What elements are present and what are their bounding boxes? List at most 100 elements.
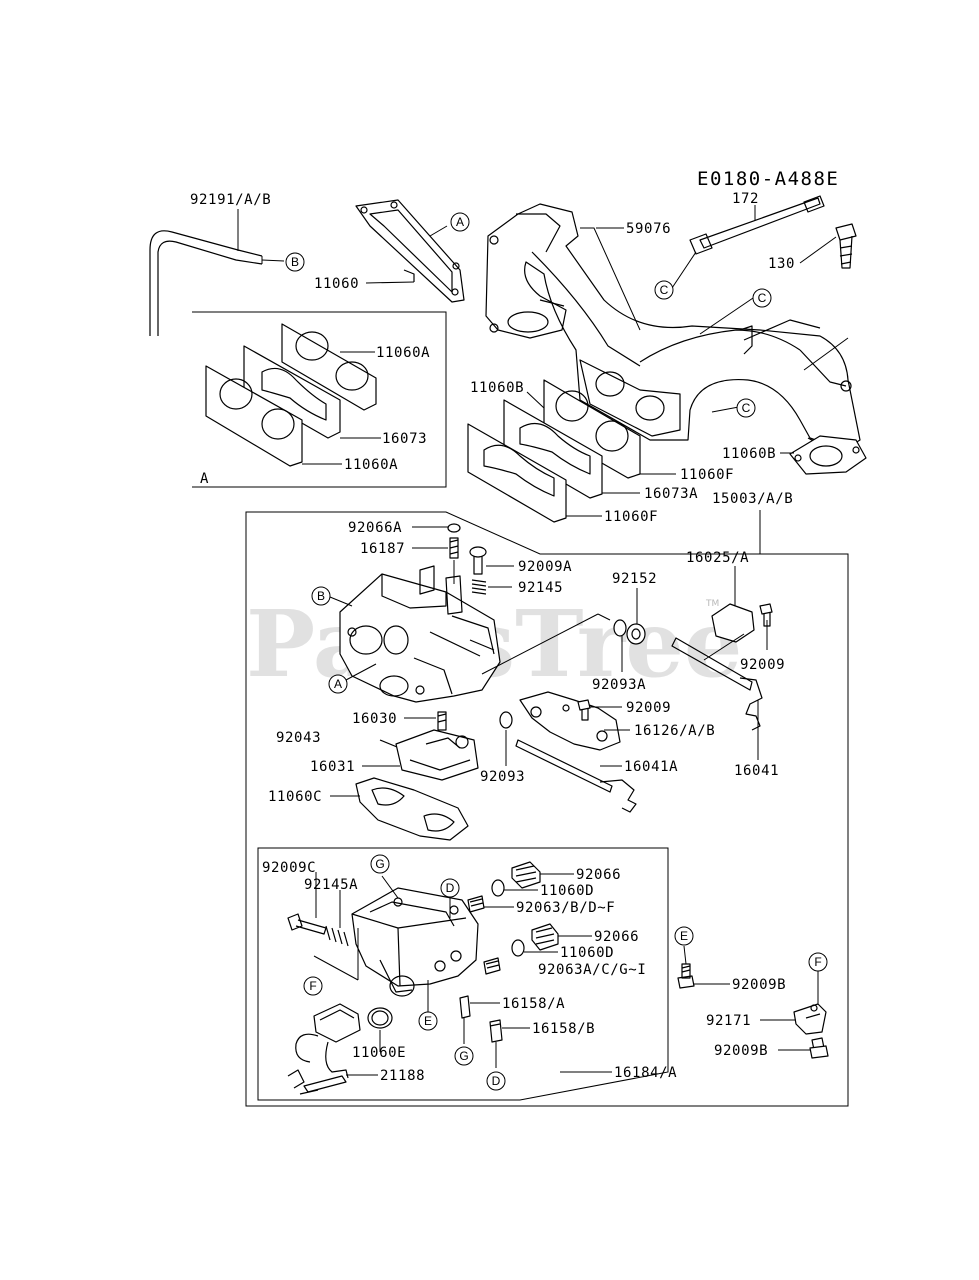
plug-92066-lower[interactable] [531, 923, 559, 951]
bolt-130[interactable] [835, 223, 857, 269]
fuel-solenoid-21188[interactable] [287, 1003, 361, 1095]
leader-callout-F1 [313, 955, 359, 981]
callout-E2: E [674, 926, 694, 946]
label-92066-1: 92066 [576, 867, 621, 883]
label-130: 130 [768, 256, 795, 272]
seal-92093[interactable] [499, 711, 513, 729]
svg-text:B: B [317, 589, 325, 603]
label-92063: 92063/B/D~F [516, 900, 615, 916]
jet-92063[interactable] [467, 895, 485, 913]
gasket-16073A[interactable] [503, 399, 603, 499]
washer-92152[interactable] [626, 623, 646, 645]
inset-gasket-16073[interactable] [243, 345, 341, 439]
label-92009-choke: 92009 [740, 657, 785, 673]
screw-92009A[interactable] [469, 546, 487, 575]
label-92191: 92191/A/B [190, 192, 271, 208]
float-bowl-subassembly-box [257, 847, 669, 1101]
label-11060B-1: 11060B [470, 380, 524, 396]
jet-92063A[interactable] [483, 957, 501, 975]
label-15003: 15003/A/B [712, 491, 793, 507]
label-59076: 59076 [626, 221, 671, 237]
label-16030: 16030 [352, 711, 397, 727]
callout-A2: A [328, 674, 348, 694]
svg-text:C: C [660, 283, 669, 297]
spring-92145[interactable] [471, 579, 487, 595]
oring-11060D-upper[interactable] [491, 879, 505, 897]
callout-C1: C [654, 280, 674, 300]
label-92093: 92093 [480, 769, 525, 785]
callout-D2: D [486, 1071, 506, 1091]
screw-92009C[interactable] [287, 913, 327, 935]
screw-92009B-upper[interactable] [677, 963, 695, 989]
label-92043: 92043 [276, 730, 321, 746]
leader-59076 [580, 227, 641, 331]
leader-callout-G1 [381, 875, 399, 899]
breather-hose[interactable] [149, 230, 285, 336]
gasket-11060C[interactable] [355, 777, 469, 841]
label-16073A: 16073A [644, 486, 698, 502]
callout-C3: C [736, 398, 756, 418]
float-needle-16030[interactable] [437, 711, 447, 731]
gasket-11060F-front[interactable] [467, 423, 567, 523]
oring-11060D-lower[interactable] [511, 939, 525, 957]
watermark-trademark: TM [705, 599, 719, 609]
label-21188: 21188 [380, 1068, 425, 1084]
screw-92009B-lower[interactable] [809, 1037, 829, 1059]
svg-text:F: F [814, 955, 821, 969]
leader-callout-B2 [329, 596, 353, 607]
stud-172[interactable] [689, 195, 825, 255]
spring-92145A[interactable] [325, 925, 349, 947]
label-172: 172 [732, 191, 759, 207]
pin-16158A[interactable] [459, 995, 471, 1019]
intake-manifold-59076[interactable] [485, 203, 861, 453]
callout-G1: G [370, 854, 390, 874]
label-92009A: 92009A [518, 559, 572, 575]
screw-16187[interactable] [449, 537, 459, 559]
bracket-92171[interactable] [793, 1003, 827, 1035]
label-16041: 16041 [734, 763, 779, 779]
label-11060: 11060 [314, 276, 359, 292]
gasket-11060F-back[interactable] [543, 379, 641, 479]
gasket-11060[interactable] [355, 199, 465, 303]
callout-G2: G [454, 1046, 474, 1066]
label-16041A: 16041A [624, 759, 678, 775]
throttle-shaft-16041A[interactable] [515, 739, 637, 813]
carburetor-body[interactable] [339, 565, 501, 703]
carburetor-assembly-box [245, 511, 849, 1107]
pin-16158B[interactable] [489, 1019, 503, 1043]
label-11060D-1: 11060D [540, 883, 594, 899]
float-16031[interactable] [395, 729, 479, 781]
label-92009C: 92009C [262, 860, 316, 876]
inset-box-a [192, 311, 447, 488]
screw-92009-plate[interactable] [577, 699, 591, 721]
oring-11060E[interactable] [367, 1007, 393, 1029]
callout-C2: C [752, 288, 772, 308]
leader-130-2 [803, 337, 849, 371]
choke-plate-16025[interactable] [711, 603, 755, 643]
leader-11060 [365, 281, 415, 284]
leader-130 [799, 236, 837, 264]
label-92009B-2: 92009B [714, 1043, 768, 1059]
leader-callout-A1 [429, 225, 448, 237]
float-bowl-16184[interactable] [351, 887, 479, 997]
label-92171: 92171 [706, 1013, 751, 1029]
leader-shaft-link-2 [597, 613, 611, 621]
seal-92093A[interactable] [613, 619, 627, 637]
gasket-11060B-flange[interactable] [789, 435, 867, 475]
inset-box-a-label: A [200, 471, 209, 487]
oring-92066A[interactable] [447, 523, 461, 533]
callout-A1: A [450, 212, 470, 232]
choke-shaft-16041[interactable] [671, 637, 763, 731]
svg-text:E: E [680, 929, 688, 943]
label-11060B-2: 11060B [722, 446, 776, 462]
label-11060D-2: 11060D [560, 945, 614, 961]
label-16184: 16184/A [614, 1065, 677, 1081]
label-92066A: 92066A [348, 520, 402, 536]
plate-16126[interactable] [519, 691, 621, 751]
inset-gasket-11060A-front[interactable] [205, 365, 303, 467]
label-16158B: 16158/B [532, 1021, 595, 1037]
plug-92066-upper[interactable] [511, 861, 541, 889]
screw-92009-choke[interactable] [759, 603, 773, 627]
leader-callout-A2 [345, 663, 377, 681]
inset-gasket-11060A-back[interactable] [281, 323, 377, 411]
